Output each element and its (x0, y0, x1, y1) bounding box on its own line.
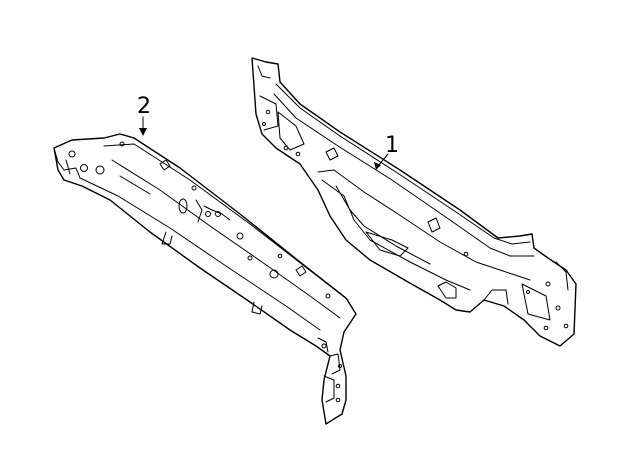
callout-2-arrowhead (139, 128, 147, 136)
callout-1-label: 1 (385, 133, 399, 158)
callout-1-arrowhead (374, 162, 381, 170)
callout-2-label: 2 (137, 94, 151, 119)
callout-2: 2 (137, 94, 151, 136)
rear-upper-panel (251, 57, 577, 347)
rear-lower-panel (53, 133, 357, 425)
callout-1: 1 (374, 133, 399, 170)
